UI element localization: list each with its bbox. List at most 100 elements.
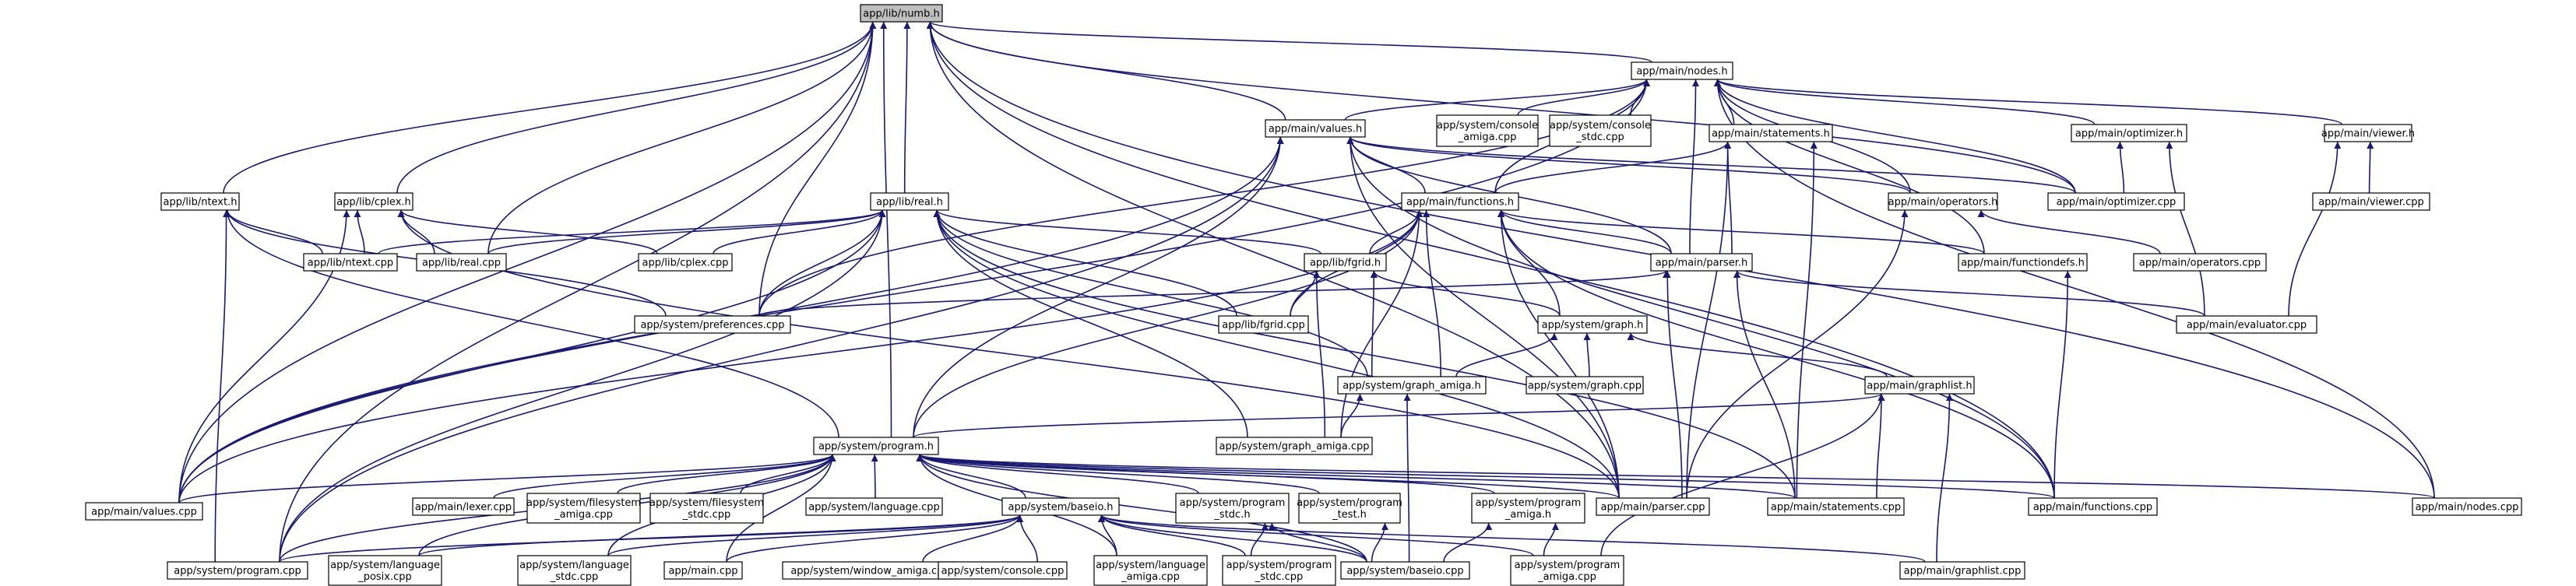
- file-node-functions-h[interactable]: app/main/functions.h: [1401, 192, 1519, 211]
- include-edge: [1098, 514, 1367, 563]
- file-node-baseio-h[interactable]: app/system/baseio.h: [1001, 497, 1120, 516]
- file-node-operators-h[interactable]: app/main/operators.h: [1888, 192, 1998, 211]
- file-node-window-amiga-cpp[interactable]: app/system/window_amiga.cpp: [782, 561, 959, 580]
- file-node-language-stdc-cpp[interactable]: app/system/language_stdc.cpp: [517, 555, 632, 586]
- file-node-graph-cpp[interactable]: app/system/graph.cpp: [1526, 376, 1644, 395]
- include-edge-line: [926, 21, 1620, 499]
- include-edge-line: [1497, 209, 2055, 499]
- file-node-label: app/system/graph.cpp: [1528, 381, 1642, 392]
- file-node-language-cpp[interactable]: app/system/language.cpp: [805, 497, 943, 516]
- file-node-evaluator-cpp[interactable]: app/main/evaluator.cpp: [2176, 315, 2317, 334]
- file-node-label: app/lib/real.cpp: [422, 258, 501, 269]
- include-edge: [933, 209, 1237, 317]
- include-edge: [758, 270, 1670, 317]
- file-node-statements-h[interactable]: app/main/statements.h: [1709, 124, 1833, 142]
- file-node-main-cpp[interactable]: app/main.cpp: [663, 561, 743, 580]
- file-node-box: [1340, 561, 1470, 580]
- file-node-label: _amiga.cpp: [1121, 571, 1180, 583]
- include-edge-line: [1443, 522, 1493, 563]
- file-node-program-stdc-h[interactable]: app/system/program_stdc.h: [1175, 493, 1290, 524]
- file-node-program-cpp[interactable]: app/system/program.cpp: [167, 561, 308, 580]
- include-edge: [922, 514, 1023, 563]
- file-node-box: [663, 561, 743, 580]
- file-node-numb-h[interactable]: app/lib/numb.h: [860, 4, 943, 23]
- file-node-fgrid-h[interactable]: app/lib/fgrid.h: [1304, 253, 1387, 272]
- file-node-graph-h[interactable]: app/system/graph.h: [1537, 315, 1648, 334]
- include-edge-line: [1689, 79, 1699, 254]
- include-edge: [1733, 270, 1796, 499]
- file-node-graph-amiga-h[interactable]: app/system/graph_amiga.h: [1337, 376, 1487, 395]
- file-node-values-cpp[interactable]: app/main/values.cpp: [85, 502, 203, 521]
- file-node-label: app/lib/cplex.h: [336, 197, 411, 209]
- file-node-statements-cpp[interactable]: app/main/statements.cpp: [1767, 497, 1905, 516]
- file-node-graphlist-h[interactable]: app/main/graphlist.h: [1864, 376, 1975, 395]
- file-node-cplex-cpp[interactable]: app/lib/cplex.cpp: [638, 253, 733, 272]
- file-node-label: app/main/evaluator.cpp: [2187, 320, 2307, 332]
- file-node-console-cpp[interactable]: app/system/console.cpp: [938, 561, 1068, 580]
- file-node-program-test-h[interactable]: app/system/program_test.h: [1297, 493, 1402, 524]
- file-node-functiondefs-h[interactable]: app/main/functiondefs.h: [1958, 253, 2088, 272]
- file-node-operators-cpp[interactable]: app/main/operators.cpp: [2133, 253, 2267, 272]
- file-node-label: app/system/console: [1437, 120, 1538, 132]
- file-node-box: [1093, 555, 1208, 586]
- file-node-graphlist-cpp[interactable]: app/main/graphlist.cpp: [1899, 561, 2025, 580]
- file-node-optimizer-cpp[interactable]: app/main/optimizer.cpp: [2047, 192, 2185, 211]
- file-node-nodes-h[interactable]: app/main/nodes.h: [1631, 61, 1733, 80]
- file-node-functions-cpp[interactable]: app/main/functions.cpp: [2028, 497, 2158, 516]
- file-node-nodes-cpp[interactable]: app/main/nodes.cpp: [2412, 497, 2522, 516]
- file-node-label: app/system/program: [1180, 497, 1286, 509]
- file-node-optimizer-h[interactable]: app/main/optimizer.h: [2071, 124, 2187, 142]
- file-node-real-cpp[interactable]: app/lib/real.cpp: [416, 253, 507, 272]
- include-edge-line: [493, 454, 836, 499]
- include-edge: [933, 209, 1796, 499]
- file-node-box: [1175, 493, 1290, 524]
- file-node-box: [1537, 315, 1648, 334]
- file-node-label: _stdc.h: [1213, 509, 1250, 521]
- file-node-label: app/system/filesystem: [526, 497, 641, 509]
- file-node-parser-cpp[interactable]: app/main/parser.cpp: [1596, 497, 1710, 516]
- include-edge: [397, 209, 658, 254]
- file-node-ntext-cpp[interactable]: app/lib/ntext.cpp: [303, 253, 398, 272]
- include-edge-line: [1714, 79, 1985, 254]
- include-edge: [926, 21, 2055, 499]
- file-node-program-amiga-cpp[interactable]: app/system/program_amiga.cpp: [1510, 555, 1624, 586]
- file-node-lexer-cpp[interactable]: app/main/lexer.cpp: [412, 497, 515, 516]
- include-edge-line: [1340, 393, 1364, 438]
- file-node-program-stdc-cpp[interactable]: app/system/program_stdc.cpp: [1222, 555, 1336, 586]
- file-node-box: [805, 497, 943, 516]
- file-node-language-amiga-cpp[interactable]: app/system/language_amiga.cpp: [1093, 555, 1208, 586]
- file-node-language-posix-cpp[interactable]: app/system/language_posix.cpp: [328, 555, 442, 586]
- file-node-parser-h[interactable]: app/main/parser.h: [1650, 253, 1753, 272]
- file-node-label: app/main/viewer.cpp: [2318, 197, 2424, 209]
- file-node-viewer-h[interactable]: app/main/viewer.h: [2321, 124, 2415, 142]
- file-node-real-h[interactable]: app/lib/real.h: [870, 192, 949, 211]
- file-node-graph-amiga-cpp[interactable]: app/system/graph_amiga.cpp: [1216, 437, 1373, 455]
- file-node-filesystem-amiga-cpp[interactable]: app/system/filesystem_amiga.cpp: [526, 493, 641, 524]
- file-node-label: _amiga.cpp: [554, 509, 613, 521]
- file-node-box: [328, 555, 442, 586]
- file-node-box: [2412, 497, 2522, 516]
- file-node-label: app/main/values.cpp: [91, 507, 197, 518]
- file-node-console-amiga-cpp[interactable]: app/system/console_amiga.cpp: [1436, 114, 1539, 147]
- include-edge-line: [726, 454, 836, 563]
- include-edge-line: [933, 209, 1796, 499]
- file-node-box: [1888, 192, 1998, 211]
- file-node-label: app/system/program: [1515, 560, 1621, 571]
- file-node-label: app/main/parser.cpp: [1601, 502, 1705, 514]
- include-edge-line: [1370, 270, 1378, 377]
- file-node-viewer-cpp[interactable]: app/main/viewer.cpp: [2312, 192, 2430, 211]
- include-edge: [279, 21, 877, 563]
- file-node-console-stdc-cpp[interactable]: app/system/console_stdc.cpp: [1549, 114, 1652, 147]
- file-node-cplex-h[interactable]: app/lib/cplex.h: [334, 192, 413, 211]
- file-node-preferences-cpp[interactable]: app/system/preferences.cpp: [634, 315, 791, 334]
- file-node-baseio-cpp[interactable]: app/system/baseio.cpp: [1340, 561, 1470, 580]
- include-edge: [758, 209, 886, 317]
- file-node-program-amiga-h[interactable]: app/system/program_amiga.h: [1471, 493, 1585, 524]
- file-node-values-h[interactable]: app/main/values.h: [1265, 119, 1366, 138]
- file-node-filesystem-stdc-cpp[interactable]: app/system/filesystem_stdc.cpp: [649, 493, 764, 524]
- file-node-ntext-h[interactable]: app/lib/ntext.h: [160, 192, 240, 211]
- file-node-program-h[interactable]: app/system/program.h: [813, 437, 939, 455]
- include-edge-line: [1714, 79, 2435, 499]
- file-node-label: app/system/language: [1096, 560, 1205, 571]
- file-node-fgrid-cpp[interactable]: app/lib/fgrid.cpp: [1218, 315, 1309, 334]
